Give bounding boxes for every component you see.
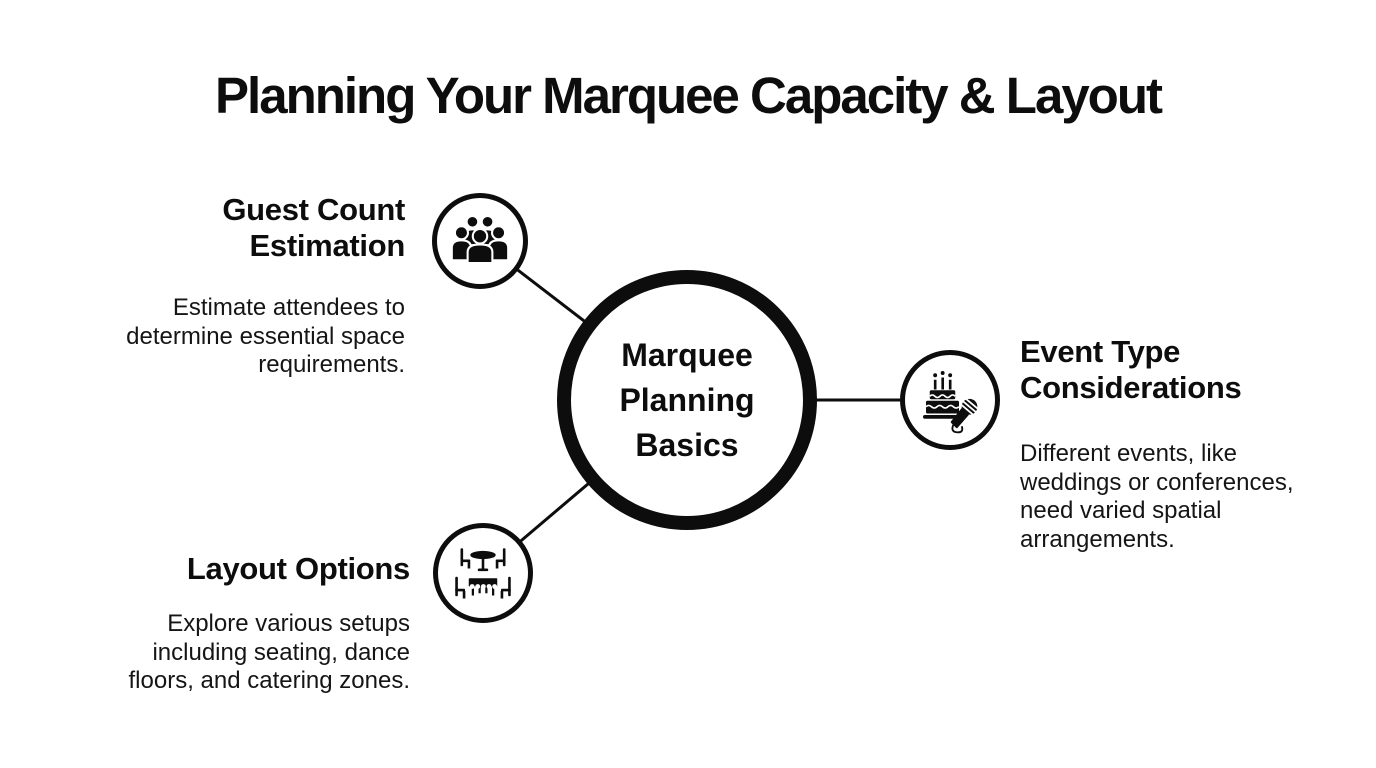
central-node-line: Basics — [635, 426, 739, 463]
guest-count-title: Guest Count Estimation — [222, 192, 405, 263]
layout-options-icon-circle — [433, 523, 533, 623]
central-node-label: Marquee Planning Basics — [619, 333, 754, 468]
crowd-icon — [450, 214, 510, 265]
event-type-title: Event Type Considerations — [1020, 334, 1242, 405]
central-node-line: Marquee — [621, 336, 753, 373]
guest-count-icon-circle — [432, 193, 528, 289]
page-title: Planning Your Marquee Capacity & Layout — [215, 67, 1163, 124]
event-type-icon-circle — [900, 350, 1000, 450]
cake-and-microphone-icon — [923, 371, 980, 434]
guest-count-description: Estimate attendees to determine essentia… — [126, 294, 405, 378]
event-type-description: Different events, like weddings or confe… — [1020, 440, 1294, 553]
tables-and-chairs-icon — [455, 548, 511, 599]
layout-options-title: Layout Options — [186, 551, 410, 586]
layout-options-description: Explore various setups including seating… — [128, 610, 411, 694]
central-node: Marquee Planning Basics — [557, 270, 817, 530]
central-node-line: Planning — [619, 381, 755, 418]
